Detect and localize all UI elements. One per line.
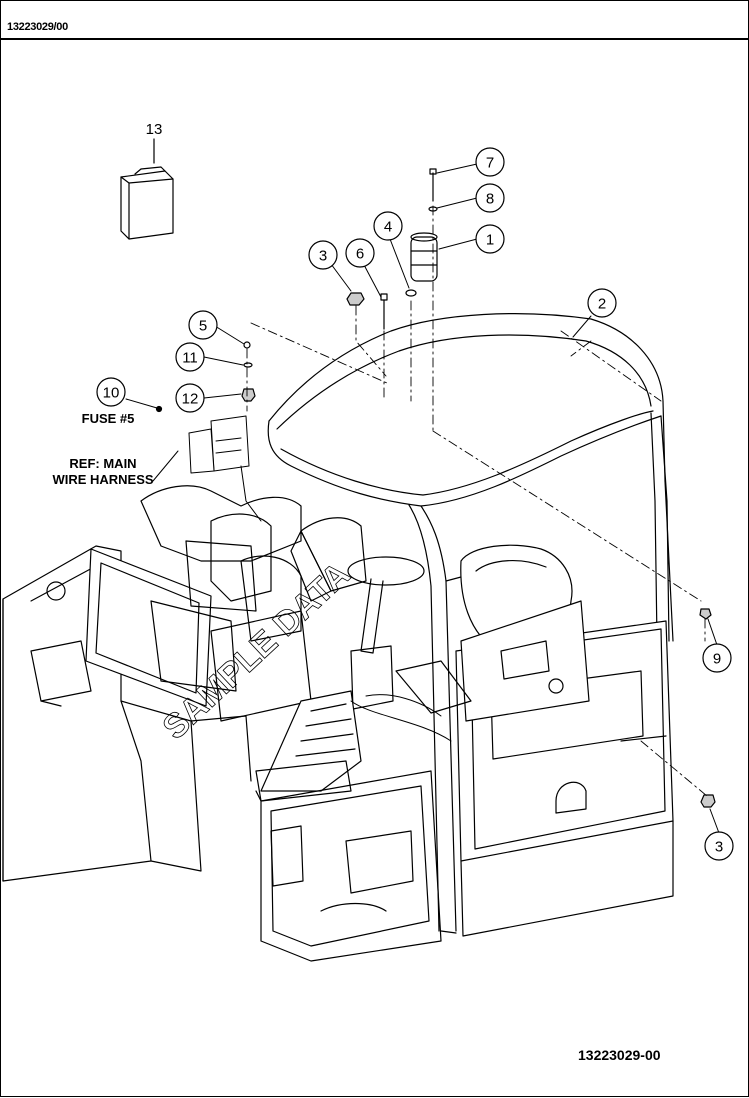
annotation-notes: FUSE #5 REF: MAIN WIRE HARNESS bbox=[52, 411, 153, 487]
callout-6: 6 bbox=[345, 238, 375, 268]
callout-3-bottom: 3 bbox=[704, 831, 734, 861]
canopy-frame bbox=[267, 313, 674, 934]
callout-1: 1 bbox=[475, 224, 505, 254]
harness-lines bbox=[188, 415, 452, 742]
callout-8: 8 bbox=[475, 183, 505, 213]
callout-12-label: 12 bbox=[182, 391, 199, 408]
steering-column bbox=[290, 517, 425, 710]
callout-11: 11 bbox=[175, 342, 205, 372]
header-drawing-number: 13223029/00 bbox=[7, 21, 68, 33]
header-rule bbox=[1, 38, 748, 40]
callout-5-label: 5 bbox=[199, 318, 207, 335]
callout-13: 13 bbox=[146, 121, 163, 138]
callout-7-label: 7 bbox=[486, 155, 494, 172]
callout-8-label: 8 bbox=[486, 191, 494, 208]
callout-13-label: 13 bbox=[146, 121, 163, 138]
operator-seat bbox=[395, 544, 590, 722]
callout-3-top-label: 3 bbox=[319, 248, 327, 265]
assembly-lines bbox=[246, 205, 708, 797]
ref-note-line1: REF: MAIN bbox=[69, 456, 136, 471]
callout-bubbles: 13 7 8 1 4 6 3 2 5 11 12 10 9 3 bbox=[96, 121, 734, 861]
callout-2: 2 bbox=[587, 288, 617, 318]
footer-drawing-number: 13223029-00 bbox=[578, 1047, 661, 1063]
callout-9: 9 bbox=[702, 643, 732, 673]
fuse-note: FUSE #5 bbox=[82, 411, 135, 426]
engine-compartment bbox=[2, 485, 312, 882]
callout-10: 10 bbox=[96, 377, 126, 407]
callout-4-label: 4 bbox=[384, 219, 392, 236]
hardware-parts bbox=[155, 168, 716, 808]
callout-3-bottom-label: 3 bbox=[715, 839, 723, 856]
callout-9-label: 9 bbox=[713, 651, 721, 668]
step-platform bbox=[255, 690, 442, 962]
callout-11-label: 11 bbox=[182, 350, 198, 367]
leader-lines bbox=[125, 163, 720, 834]
callout-2-label: 2 bbox=[598, 296, 606, 313]
callout-5: 5 bbox=[188, 310, 218, 340]
callout-10-label: 10 bbox=[103, 385, 120, 402]
part-13-module bbox=[120, 138, 174, 240]
callout-6-label: 6 bbox=[356, 246, 364, 263]
callout-12: 12 bbox=[175, 383, 205, 413]
callout-4: 4 bbox=[373, 211, 403, 241]
callout-3-top: 3 bbox=[308, 240, 338, 270]
callout-1-label: 1 bbox=[486, 232, 494, 249]
callout-7: 7 bbox=[475, 147, 505, 177]
ref-note-line2: WIRE HARNESS bbox=[52, 472, 153, 487]
